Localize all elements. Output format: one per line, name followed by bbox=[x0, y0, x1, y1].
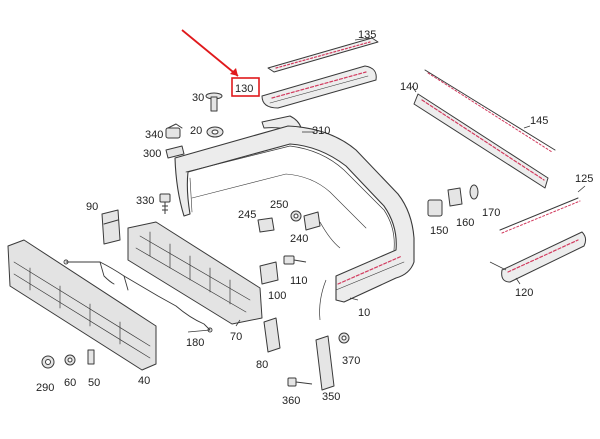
callout-labels: 135 130 140 145 125 120 30 20 340 310 30… bbox=[36, 29, 593, 407]
part-135-top-strip[interactable] bbox=[267, 37, 379, 73]
callout-180[interactable]: 180 bbox=[186, 337, 204, 349]
part-125-side-strip[interactable] bbox=[499, 197, 581, 234]
callout-145[interactable]: 145 bbox=[530, 115, 548, 127]
callout-100[interactable]: 100 bbox=[268, 290, 286, 302]
callout-170[interactable]: 170 bbox=[482, 207, 500, 219]
part-20-nut[interactable] bbox=[206, 126, 224, 138]
callout-130[interactable]: 130 bbox=[235, 83, 253, 95]
callout-370[interactable]: 370 bbox=[342, 355, 360, 367]
callout-80[interactable]: 80 bbox=[256, 359, 268, 371]
callout-290[interactable]: 290 bbox=[36, 382, 54, 394]
part-145-thin-strip[interactable] bbox=[424, 69, 556, 153]
part-140-long-strip[interactable] bbox=[413, 93, 549, 189]
callout-125[interactable]: 125 bbox=[575, 173, 593, 185]
callout-340[interactable]: 340 bbox=[145, 129, 163, 141]
part-360-screw[interactable] bbox=[287, 377, 313, 387]
part-250-nut[interactable] bbox=[290, 210, 302, 222]
callout-60[interactable]: 60 bbox=[64, 377, 76, 389]
part-150-block[interactable] bbox=[427, 199, 443, 217]
part-30-rivet[interactable] bbox=[205, 92, 223, 112]
part-50-clip[interactable] bbox=[87, 349, 95, 365]
callout-245[interactable]: 245 bbox=[238, 209, 256, 221]
callout-40[interactable]: 40 bbox=[138, 375, 150, 387]
part-290-nut[interactable] bbox=[41, 355, 55, 369]
callout-150[interactable]: 150 bbox=[430, 225, 448, 237]
callout-70[interactable]: 70 bbox=[230, 331, 242, 343]
part-120-side-molding[interactable] bbox=[501, 231, 587, 283]
part-370-nut[interactable] bbox=[338, 332, 350, 344]
part-90-bracket[interactable] bbox=[101, 209, 121, 245]
callout-300[interactable]: 300 bbox=[143, 148, 161, 160]
callout-10[interactable]: 10 bbox=[358, 307, 370, 319]
callout-360[interactable]: 360 bbox=[282, 395, 300, 407]
callout-20[interactable]: 20 bbox=[190, 125, 202, 137]
part-240-bracket[interactable] bbox=[303, 211, 321, 231]
part-245-clip[interactable] bbox=[257, 217, 275, 233]
part-130-trim-molding[interactable] bbox=[261, 65, 377, 109]
part-10-bumper-cover[interactable] bbox=[174, 125, 415, 303]
callout-160[interactable]: 160 bbox=[456, 217, 474, 229]
part-160-block[interactable] bbox=[447, 187, 463, 207]
part-330-screw[interactable] bbox=[159, 193, 171, 214]
part-110-bolt[interactable] bbox=[283, 255, 307, 265]
callout-50[interactable]: 50 bbox=[88, 377, 100, 389]
part-340-clip[interactable] bbox=[165, 123, 183, 139]
callout-90[interactable]: 90 bbox=[86, 201, 98, 213]
callout-135[interactable]: 135 bbox=[358, 29, 376, 41]
part-40-reinforcement-bar[interactable] bbox=[7, 239, 157, 371]
callout-140[interactable]: 140 bbox=[400, 81, 418, 93]
part-70-energy-absorber[interactable] bbox=[127, 221, 263, 325]
part-350-guide[interactable] bbox=[315, 335, 335, 391]
part-100-bracket[interactable] bbox=[259, 261, 279, 285]
highlight-arrow bbox=[181, 29, 239, 77]
callout-250[interactable]: 250 bbox=[270, 199, 288, 211]
callout-120[interactable]: 120 bbox=[515, 287, 533, 299]
leader-lines bbox=[66, 37, 586, 333]
highlight-box-130 bbox=[231, 77, 260, 97]
callout-310[interactable]: 310 bbox=[312, 125, 330, 137]
callout-240[interactable]: 240 bbox=[290, 233, 308, 245]
part-80-side-bracket[interactable] bbox=[263, 317, 281, 353]
callout-110[interactable]: 110 bbox=[290, 275, 308, 287]
callout-330[interactable]: 330 bbox=[136, 195, 154, 207]
part-300-clip[interactable] bbox=[165, 145, 185, 159]
part-170-ring[interactable] bbox=[469, 184, 479, 200]
callout-350[interactable]: 350 bbox=[322, 391, 340, 403]
callout-30[interactable]: 30 bbox=[192, 92, 204, 104]
part-60-washer[interactable] bbox=[64, 354, 76, 366]
